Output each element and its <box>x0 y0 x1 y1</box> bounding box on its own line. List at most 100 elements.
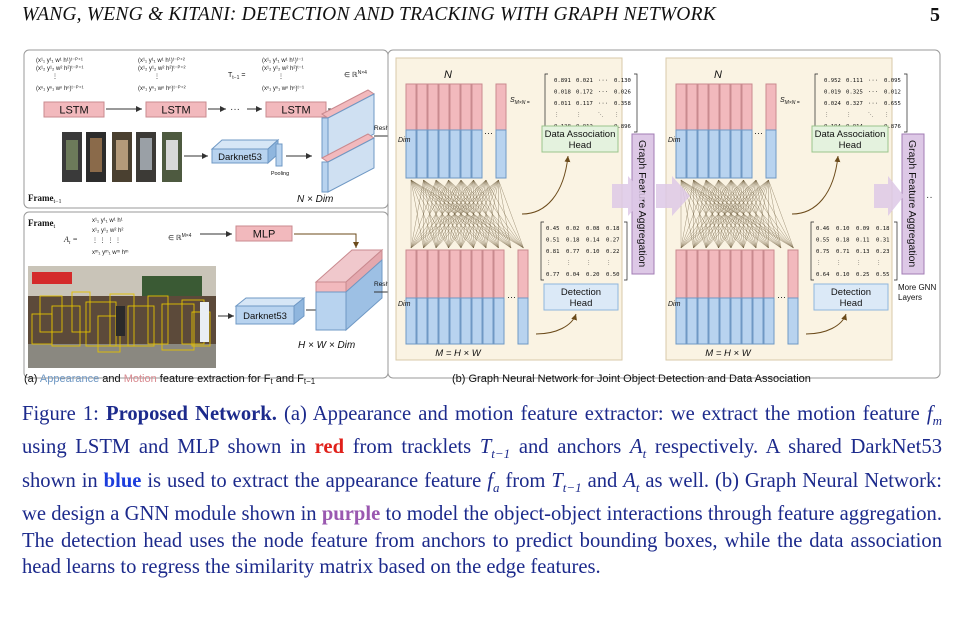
graph-edge <box>410 179 474 249</box>
matrix-d-cell: 0.77 <box>566 249 579 255</box>
data-association-label: Head <box>569 140 592 151</box>
node-top-blue <box>449 129 461 179</box>
node-top-red <box>495 83 507 131</box>
node-top-red <box>449 83 461 131</box>
detection-arrow <box>805 313 847 335</box>
node-top-red <box>416 83 428 131</box>
gfa-block-1: Graph Feature Aggregation <box>631 133 655 275</box>
node-bottom-blue <box>719 297 731 345</box>
matrix-bracket <box>624 221 628 281</box>
node-top-red <box>427 83 439 131</box>
node-bottom-blue <box>471 297 483 345</box>
matrix-d-cell: 0.04 <box>566 272 580 278</box>
svg-text:⋮: ⋮ <box>52 74 58 80</box>
node-bottom-red <box>517 249 529 299</box>
mhw-label: M = H × W <box>705 348 751 359</box>
graph-edge <box>730 179 769 249</box>
node-top-blue <box>697 129 709 179</box>
graph-edge <box>705 179 769 249</box>
matrix-s-cell: 0.130 <box>614 78 631 84</box>
caption-blue: blue <box>103 469 142 492</box>
graph-edge <box>768 179 782 249</box>
matrix-s-cell: ⋮ <box>884 113 890 119</box>
dim-label: Dim <box>398 301 411 308</box>
matrix-s-cell: ··· <box>868 90 878 96</box>
node-bottom-blue <box>449 297 461 345</box>
t-symbol: Tt−1 = <box>228 72 245 81</box>
graph-edge <box>410 179 449 249</box>
matrix-s-cell: ⋱ <box>598 113 604 119</box>
more-layers-label: More GNN Layers <box>898 283 936 302</box>
svg-text:⋮: ⋮ <box>154 74 160 80</box>
svg-text:(xⁿ₁ yⁿ₁ wⁿ hⁿ)ᵗ⁻¹: (xⁿ₁ yⁿ₁ wⁿ hⁿ)ᵗ⁻¹ <box>262 85 304 92</box>
matrix-d-cell: 0.18 <box>606 226 620 232</box>
ellipsis: ··· <box>484 128 493 138</box>
matrix-bracket <box>904 73 908 133</box>
matrix-s-cell: 0.327 <box>846 101 863 107</box>
graph-edge <box>410 179 487 249</box>
matrix-d-cell: 0.14 <box>586 238 600 244</box>
ellipsis: ··· <box>754 128 763 138</box>
node-bottom-red <box>460 249 472 299</box>
matrix-s-cell: ··· <box>598 101 608 107</box>
svg-text:···: ··· <box>230 104 240 115</box>
running-header: WANG, WENG & KITANI: DETECTION AND TRACK… <box>22 4 940 30</box>
matrix-d-cell: ⋮ <box>566 261 572 267</box>
graph-edge <box>410 179 424 249</box>
matrix-s-cell: 0.117 <box>576 101 593 107</box>
svg-text:(x¹₁ y¹₁ w¹ h¹)ᵗ⁻¹: (x¹₁ y¹₁ w¹ h¹)ᵗ⁻¹ <box>262 57 303 64</box>
node-top-blue <box>686 129 698 179</box>
graph-edge <box>485 179 499 249</box>
graph-edge <box>680 179 707 249</box>
mlp-block: MLP <box>235 225 293 242</box>
matrix-bracket <box>634 73 638 133</box>
matrix-d-cell: 0.18 <box>566 238 580 244</box>
node-bottom-blue <box>763 297 775 345</box>
node-bottom-red <box>787 249 799 299</box>
n-label: N <box>714 69 722 81</box>
node-bottom-red <box>482 249 494 299</box>
node-top-red <box>471 83 483 131</box>
svg-text:(x¹₁ y¹₁ w¹ h¹)ᵗ⁻ᴾ⁺¹: (x¹₁ y¹₁ w¹ h¹)ᵗ⁻ᴾ⁺¹ <box>36 57 83 64</box>
matrix-d-cell: 0.18 <box>876 226 890 232</box>
caption-a: (a) Appearance and Motion feature extrac… <box>24 373 316 386</box>
matrix-d-cell: ⋮ <box>836 261 842 267</box>
node-bottom-blue <box>482 297 494 345</box>
matrix-d-cell: 0.55 <box>816 238 829 244</box>
node-bottom-red <box>416 249 428 299</box>
node-bottom-blue <box>675 297 687 345</box>
node-bottom-red <box>405 249 417 299</box>
svg-text:N × Dim: N × Dim <box>297 194 333 205</box>
matrix-s-cell: 0.952 <box>824 78 841 84</box>
dim-label: Dim <box>668 301 681 308</box>
node-bottom-blue <box>416 297 428 345</box>
matrix-s-cell: 0.111 <box>846 78 863 84</box>
matrix-s-cell: ··· <box>868 101 878 107</box>
assoc-arrow <box>521 155 571 215</box>
svg-text:x¹₂ y¹₂ w² h²: x¹₂ y¹₂ w² h² <box>92 228 123 234</box>
matrix-s-cell: 0.024 <box>824 101 841 107</box>
node-bottom-red <box>449 249 461 299</box>
graph-edge <box>680 179 757 249</box>
matrix-d-cell: ⋮ <box>606 261 612 267</box>
figure-caption: Figure 1: Proposed Network. (a) Appearan… <box>22 403 943 578</box>
matrix-s-cell: 0.172 <box>576 90 593 96</box>
space-n: ∈ ℝN×4 <box>344 70 367 79</box>
darknet-bottom: Darknet53 <box>234 296 306 326</box>
svg-text:Darknet53: Darknet53 <box>243 311 287 322</box>
matrix-d-cell: ⋮ <box>546 261 552 267</box>
node-bottom-red <box>675 249 687 299</box>
node-bottom-red <box>438 249 450 299</box>
feature-map-cube <box>314 248 384 332</box>
detection-label: Detection <box>831 287 871 298</box>
svg-text:Graph Feature Aggregation: Graph Feature Aggregation <box>636 140 648 267</box>
svg-text:(x¹₂ y¹₂ w² h²)ᵗ⁻¹: (x¹₂ y¹₂ w² h²)ᵗ⁻¹ <box>262 65 304 72</box>
graph-edge <box>498 179 512 249</box>
matrix-s-cell: 0.095 <box>884 78 901 84</box>
matrix-d-cell: ⋮ <box>816 261 822 267</box>
detection-head <box>813 283 889 311</box>
node-top-blue <box>730 129 742 179</box>
node-top-blue <box>675 129 687 179</box>
matrix-d-cell: 0.51 <box>546 238 559 244</box>
